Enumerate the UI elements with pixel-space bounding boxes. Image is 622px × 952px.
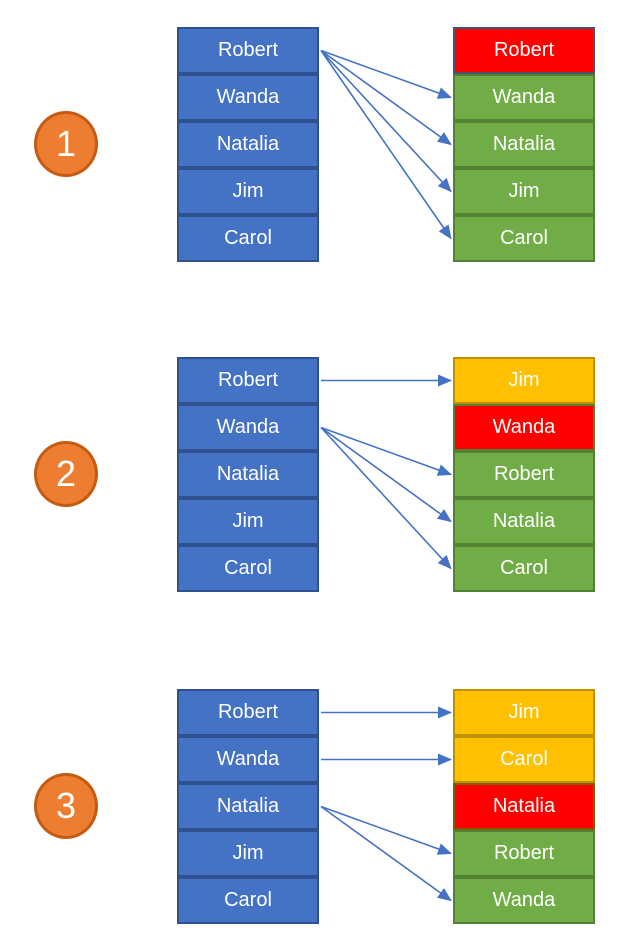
cell-label: Jim — [232, 842, 264, 864]
cell-label: Wanda — [216, 416, 280, 438]
source-cell: Robert — [177, 357, 319, 404]
result-cell: Robert — [453, 830, 595, 877]
cell-label: Natalia — [216, 463, 280, 485]
result-cell: Natalia — [453, 121, 595, 168]
cell-label: Robert — [217, 701, 279, 723]
cell-label: Natalia — [216, 795, 280, 817]
mapping-arrow — [320, 49, 452, 146]
result-cell: Jim — [453, 689, 595, 736]
cell-label: Robert — [493, 39, 555, 61]
mapping-arrow — [320, 426, 452, 523]
cell-label: Jim — [508, 701, 540, 723]
source-cell: Robert — [177, 689, 319, 736]
source-cell: Natalia — [177, 451, 319, 498]
source-cell: Carol — [177, 877, 319, 924]
cell-label: Jim — [232, 180, 264, 202]
cell-label: Wanda — [492, 416, 556, 438]
cell-label: Carol — [224, 889, 272, 911]
result-cell: Robert — [453, 451, 595, 498]
result-cell: Carol — [453, 736, 595, 783]
step-number: 1 — [55, 123, 77, 164]
source-cell: Natalia — [177, 121, 319, 168]
cell-label: Carol — [500, 748, 548, 770]
result-cell: Natalia — [453, 783, 595, 830]
mapping-arrow — [320, 426, 452, 476]
source-cell: Wanda — [177, 404, 319, 451]
cell-label: Jim — [508, 369, 540, 391]
result-cell: Jim — [453, 168, 595, 215]
cell-label: Jim — [232, 510, 264, 532]
cell-label: Robert — [217, 39, 279, 61]
result-list-3: Jim Carol Natalia Robert Wanda — [453, 689, 595, 924]
source-cell: Jim — [177, 830, 319, 877]
step-badge-2: 2 — [34, 441, 98, 507]
cell-label: Carol — [500, 227, 548, 249]
cell-label: Natalia — [216, 133, 280, 155]
cell-label: Robert — [493, 463, 555, 485]
mapping-arrow — [320, 49, 452, 193]
source-list-1: Robert Wanda Natalia Jim Carol — [177, 27, 319, 262]
cell-label: Robert — [217, 369, 279, 391]
cell-label: Wanda — [216, 748, 280, 770]
mapping-arrow — [320, 805, 452, 855]
cell-label: Wanda — [492, 86, 556, 108]
cell-label: Carol — [500, 557, 548, 579]
result-cell: Wanda — [453, 404, 595, 451]
source-list-2: Robert Wanda Natalia Jim Carol — [177, 357, 319, 592]
cell-label: Wanda — [216, 86, 280, 108]
result-cell: Jim — [453, 357, 595, 404]
step-badge-1: 1 — [34, 111, 98, 177]
step-badge-3: 3 — [34, 773, 98, 839]
result-cell: Carol — [453, 215, 595, 262]
result-cell: Wanda — [453, 877, 595, 924]
mapping-arrow — [320, 49, 452, 99]
cell-label: Natalia — [492, 795, 556, 817]
source-cell: Robert — [177, 27, 319, 74]
mapping-arrow — [320, 426, 452, 570]
cell-label: Carol — [224, 557, 272, 579]
cell-label: Carol — [224, 227, 272, 249]
result-cell: Robert — [453, 27, 595, 74]
cell-label: Natalia — [492, 133, 556, 155]
source-cell: Carol — [177, 215, 319, 262]
result-cell: Carol — [453, 545, 595, 592]
cell-label: Jim — [508, 180, 540, 202]
source-cell: Wanda — [177, 74, 319, 121]
source-cell: Carol — [177, 545, 319, 592]
result-cell: Wanda — [453, 74, 595, 121]
mapping-arrow — [320, 805, 452, 902]
source-cell: Jim — [177, 498, 319, 545]
source-cell: Wanda — [177, 736, 319, 783]
source-cell: Jim — [177, 168, 319, 215]
cell-label: Natalia — [492, 510, 556, 532]
source-cell: Natalia — [177, 783, 319, 830]
source-list-3: Robert Wanda Natalia Jim Carol — [177, 689, 319, 924]
result-list-1: Robert Wanda Natalia Jim Carol — [453, 27, 595, 262]
result-list-2: Jim Wanda Robert Natalia Carol — [453, 357, 595, 592]
cell-label: Wanda — [492, 889, 556, 911]
mapping-arrow — [320, 50, 452, 240]
step-number: 3 — [55, 785, 77, 826]
cell-label: Robert — [493, 842, 555, 864]
result-cell: Natalia — [453, 498, 595, 545]
step-number: 2 — [55, 453, 77, 494]
